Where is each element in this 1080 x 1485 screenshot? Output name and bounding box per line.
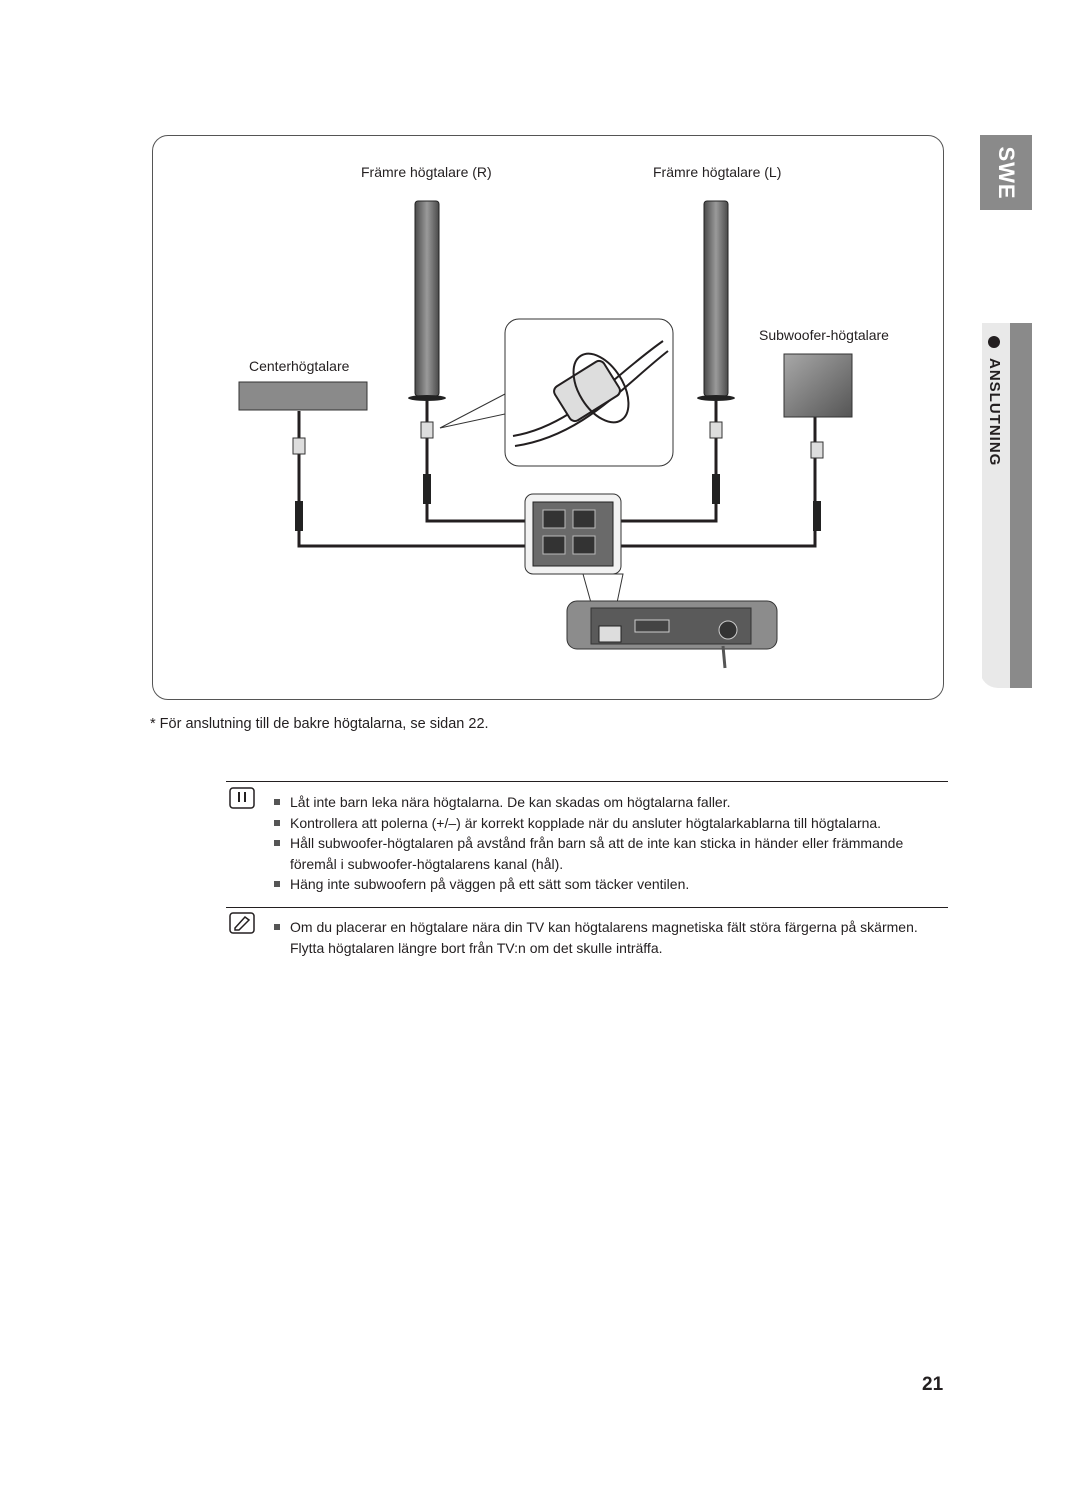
- section-tab-label: ANSLUTNING: [986, 358, 1003, 467]
- subwoofer-label: Subwoofer-högtalare: [759, 327, 889, 343]
- section-tab: ANSLUTNING: [980, 323, 1032, 688]
- main-unit: [566, 600, 778, 669]
- ferrite-core-zoom: [439, 318, 674, 467]
- note-icon: [229, 912, 255, 939]
- note-divider: [226, 907, 948, 908]
- front-speaker-right: [408, 200, 446, 504]
- language-tab: SWE: [980, 135, 1032, 210]
- speaker-connection-diagram: Främre högtalare (R) Främre högtalare (L…: [152, 135, 944, 700]
- front-left-label: Främre högtalare (L): [653, 164, 782, 180]
- page-number: 21: [922, 1374, 944, 1395]
- front-speaker-left: [697, 200, 735, 504]
- list-item: Håll subwoofer-högtalaren på avstånd frå…: [272, 833, 952, 874]
- caution-divider: [226, 781, 948, 782]
- section-bullet-icon: [988, 336, 1000, 348]
- speaker-cables: [297, 401, 817, 548]
- caution-icon: [229, 787, 255, 814]
- note-list: Om du placerar en högtalare nära din TV …: [272, 917, 952, 958]
- front-right-label: Främre högtalare (R): [361, 164, 492, 180]
- list-item: Kontrollera att polerna (+/–) är korrekt…: [272, 813, 952, 834]
- language-tab-label: SWE: [994, 145, 1019, 200]
- center-speaker: [238, 381, 368, 531]
- diagram-illustration: [238, 200, 853, 669]
- list-item: Häng inte subwoofern på väggen på ett sä…: [272, 874, 952, 895]
- terminal-panel-zoom: [524, 493, 624, 647]
- subwoofer-speaker: [783, 353, 853, 531]
- rear-speaker-footnote: * För anslutning till de bakre högtalarn…: [150, 716, 489, 732]
- list-item: Låt inte barn leka nära högtalarna. De k…: [272, 792, 952, 813]
- center-speaker-label: Centerhögtalare: [249, 358, 350, 374]
- caution-list: Låt inte barn leka nära högtalarna. De k…: [272, 792, 952, 895]
- list-item: Om du placerar en högtalare nära din TV …: [272, 917, 952, 958]
